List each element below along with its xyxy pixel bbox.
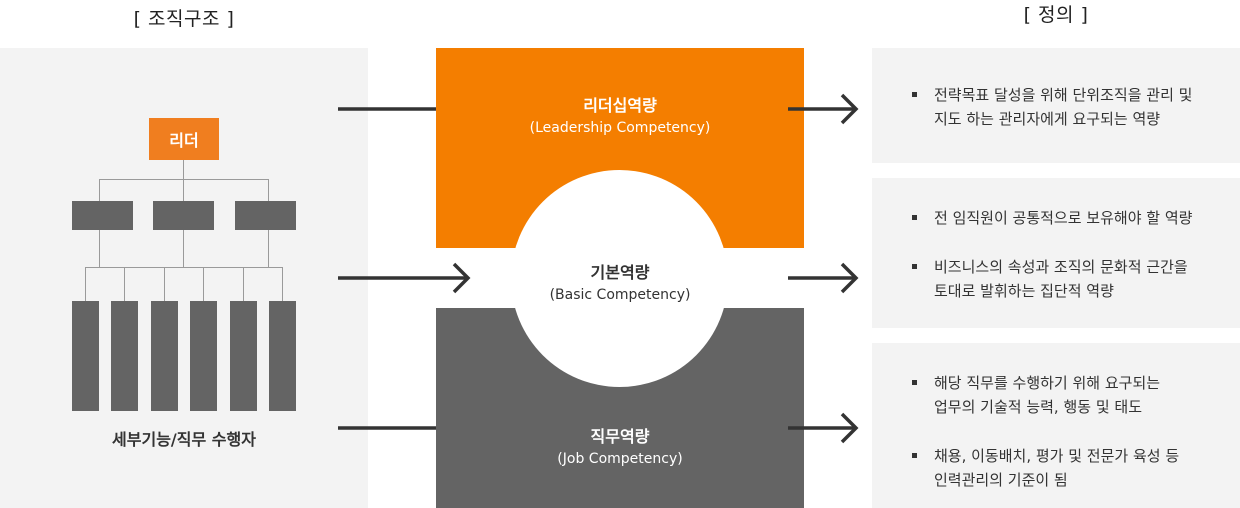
connector-line — [268, 179, 269, 201]
square-bullet-icon — [912, 92, 917, 97]
worker-bar — [72, 301, 99, 411]
connector-line — [243, 267, 244, 301]
job-competency-title: 직무역량 — [590, 427, 650, 446]
right-arrow-icon — [788, 411, 860, 445]
definition-item: 전 임직원이 공통적으로 보유해야 할 역량 — [934, 206, 1220, 230]
definition-text-line: 토대로 발휘하는 집단적 역량 — [934, 282, 1114, 300]
definition-text-line: 지도 하는 관리자에게 요구되는 역량 — [934, 110, 1161, 128]
connector-line — [164, 267, 165, 301]
manager-box — [72, 201, 133, 230]
definition-text-line: 해당 직무를 수행하기 위해 요구되는 — [934, 374, 1161, 392]
definition-item: 전략목표 달성을 위해 단위조직을 관리 및 지도 하는 관리자에게 요구되는 … — [934, 83, 1220, 131]
worker-label: 세부기능/직무 수행자 — [112, 430, 256, 449]
definition-text-line: 전 임직원이 공통적으로 보유해야 할 역량 — [934, 209, 1193, 227]
basic-competency-subtitle: (Basic Competency) — [549, 287, 691, 303]
org-structure-title: [ 조직구조 ] — [133, 8, 235, 30]
definition-box-basic: 전 임직원이 공통적으로 보유해야 할 역량 비즈니스의 속성과 조직의 문화적… — [872, 178, 1240, 328]
definition-item: 비즈니스의 속성과 조직의 문화적 근간을 토대로 발휘하는 집단적 역량 — [934, 255, 1220, 303]
connector-line — [124, 267, 125, 301]
leader-box: 리더 — [149, 118, 219, 160]
definition-title: [ 정의 ] — [1023, 4, 1089, 26]
worker-bar — [111, 301, 138, 411]
manager-box — [153, 201, 214, 230]
right-arrow-icon — [788, 261, 860, 295]
definition-text-line: 업무의 기술적 능력, 행동 및 태도 — [934, 398, 1143, 416]
right-arrow-icon — [338, 261, 474, 295]
definition-text-line: 인력관리의 기준이 됨 — [934, 471, 1068, 489]
connector-line — [85, 267, 283, 268]
worker-bar — [190, 301, 217, 411]
connector-line — [268, 230, 269, 267]
connector-line — [99, 179, 100, 201]
worker-bar — [269, 301, 296, 411]
manager-box — [235, 201, 296, 230]
connector-line — [99, 179, 269, 180]
connector-line — [183, 230, 184, 267]
worker-bar — [230, 301, 257, 411]
definition-text-line: 비즈니스의 속성과 조직의 문화적 근간을 — [934, 258, 1188, 276]
worker-bar — [151, 301, 178, 411]
connector-line — [183, 179, 184, 201]
connector-line — [99, 230, 100, 267]
leadership-competency-title: 리더십역량 — [583, 96, 657, 115]
definition-box-leadership: 전략목표 달성을 위해 단위조직을 관리 및 지도 하는 관리자에게 요구되는 … — [872, 48, 1240, 163]
basic-competency-circle — [511, 170, 728, 387]
definition-text-line: 전략목표 달성을 위해 단위조직을 관리 및 — [934, 86, 1193, 104]
connector-line — [282, 267, 283, 301]
definition-box-job: 해당 직무를 수행하기 위해 요구되는 업무의 기술적 능력, 행동 및 태도 … — [872, 343, 1240, 508]
square-bullet-icon — [912, 453, 917, 458]
job-competency-subtitle: (Job Competency) — [557, 451, 683, 467]
right-arrow-icon — [788, 92, 860, 126]
square-bullet-icon — [912, 215, 917, 220]
connector-line — [183, 160, 184, 179]
definition-item: 채용, 이동배치, 평가 및 전문가 육성 등 인력관리의 기준이 됨 — [934, 444, 1220, 492]
square-bullet-icon — [912, 264, 917, 269]
definition-item: 해당 직무를 수행하기 위해 요구되는 업무의 기술적 능력, 행동 및 태도 — [934, 371, 1220, 419]
leadership-competency-subtitle: (Leadership Competency) — [529, 120, 711, 136]
definition-text-line: 채용, 이동배치, 평가 및 전문가 육성 등 — [934, 447, 1180, 465]
connector-line — [203, 267, 204, 301]
basic-competency-title: 기본역량 — [590, 263, 650, 282]
square-bullet-icon — [912, 380, 917, 385]
connector-line — [85, 267, 86, 301]
